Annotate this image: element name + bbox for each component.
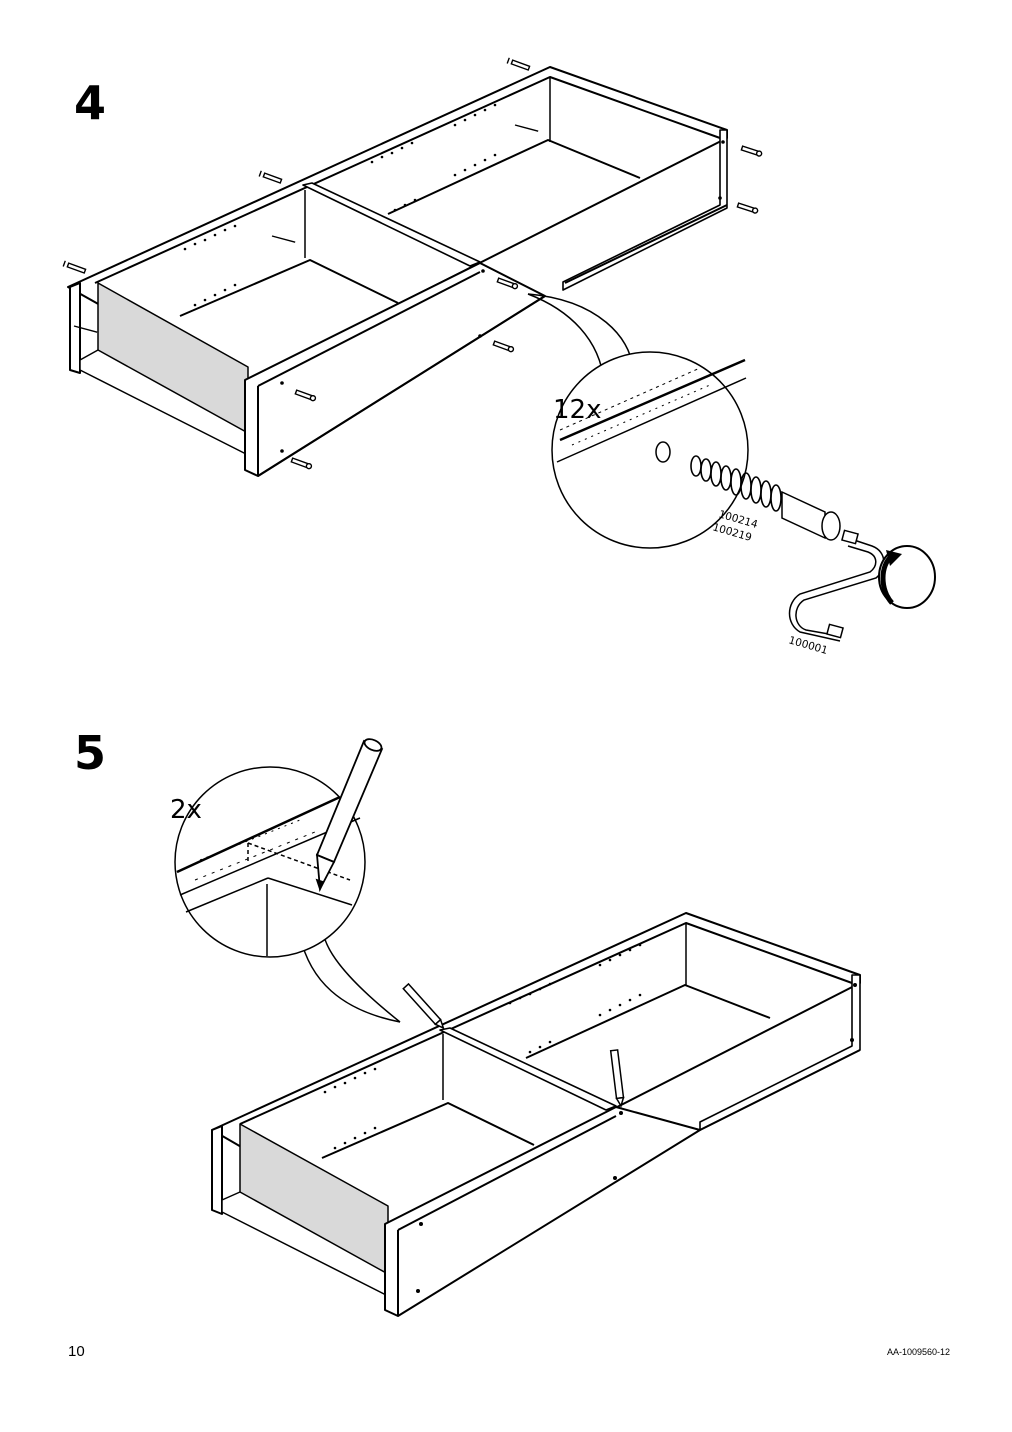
allen-key-icon xyxy=(788,529,885,642)
screw-icons-step-4 xyxy=(62,57,763,470)
step-4-number: 4 xyxy=(74,76,107,130)
page-number: 10 xyxy=(68,1343,85,1360)
step-4-quantity: 12x xyxy=(553,395,601,425)
document-code: AA-1009560-12 xyxy=(886,1347,950,1357)
step-5-number: 5 xyxy=(74,726,107,780)
frame-assembly-step-4 xyxy=(67,66,728,477)
rotate-clockwise-icon xyxy=(878,545,936,609)
pencil-icon xyxy=(315,738,384,893)
step-5-quantity: 2x xyxy=(170,795,202,825)
detail-callout-step-4 xyxy=(527,293,841,549)
detail-callout-step-5 xyxy=(174,766,401,1023)
pencil-icons-step-5 xyxy=(402,982,625,1108)
frame-assembly-step-5 xyxy=(211,912,861,1317)
